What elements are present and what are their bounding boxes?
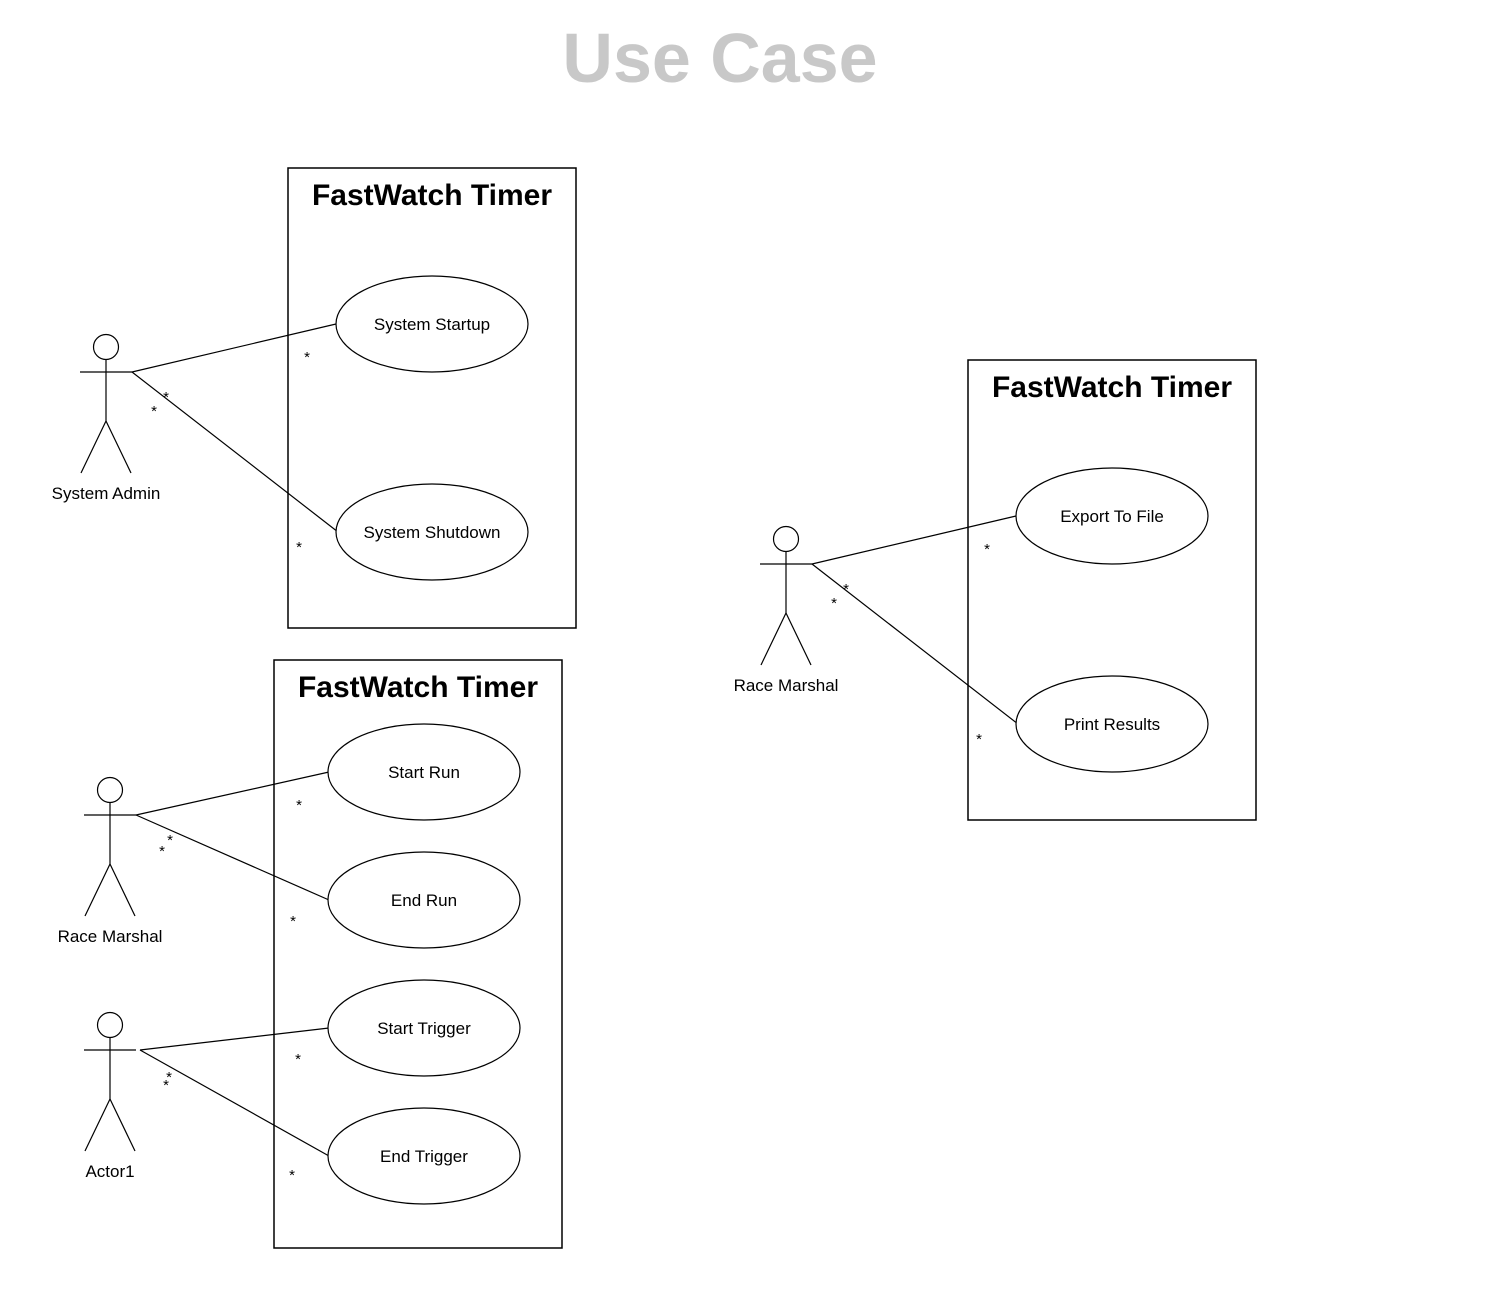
- use-case-label: System Startup: [374, 315, 490, 334]
- multiplicity-label: *: [289, 1167, 295, 1184]
- system-boundary: FastWatch Timer: [273, 659, 563, 1249]
- use-case: System Shutdown: [335, 483, 529, 581]
- association-line: [811, 515, 1017, 565]
- diagram-title: Use Case: [562, 19, 877, 97]
- use-case-label: Print Results: [1064, 715, 1160, 734]
- multiplicity-label: *: [163, 389, 169, 406]
- actor-head: [96, 776, 124, 804]
- use-case: Print Results: [1015, 675, 1209, 773]
- actor-label: System Admin: [52, 484, 161, 503]
- use-case: End Run: [327, 851, 521, 949]
- association-lines: [131, 323, 1019, 1157]
- actor: Race Marshal: [58, 776, 163, 946]
- system-boundary: FastWatch Timer: [287, 167, 577, 629]
- actor-head: [96, 1011, 124, 1039]
- use-case: Start Trigger: [327, 979, 521, 1077]
- boundary-title: FastWatch Timer: [298, 671, 538, 704]
- use-case-label: Export To File: [1060, 507, 1164, 526]
- association-line: [135, 814, 330, 901]
- multiplicity-label: *: [167, 832, 173, 849]
- association-line: [131, 371, 339, 533]
- use-case: Export To File: [1015, 467, 1209, 565]
- multiplicity-label: *: [295, 1051, 301, 1068]
- actor: System Admin: [52, 333, 161, 503]
- multiplicity-label: *: [296, 539, 302, 556]
- use-case-label: Start Run: [388, 763, 460, 782]
- multiplicity-label: *: [304, 349, 310, 366]
- association-line: [131, 323, 337, 373]
- use-case-label: End Trigger: [380, 1147, 468, 1166]
- association-line: [139, 1027, 330, 1051]
- actor: Actor1: [84, 1011, 136, 1181]
- actor-label: Race Marshal: [734, 676, 839, 695]
- actor: Race Marshal: [734, 525, 839, 695]
- multiplicity-label: *: [843, 581, 849, 598]
- system-boundary: FastWatch Timer: [967, 359, 1257, 821]
- multiplicity-markers: * * * * * * * * * * * * * * * *: [151, 349, 990, 1184]
- multiplicity-label: *: [163, 1077, 169, 1094]
- use-case-label: Start Trigger: [377, 1019, 471, 1038]
- actor-head: [92, 333, 120, 361]
- multiplicity-label: *: [166, 1069, 172, 1086]
- multiplicity-label: *: [290, 913, 296, 930]
- use-case: Start Run: [327, 723, 521, 821]
- multiplicity-label: *: [984, 541, 990, 558]
- multiplicity-label: *: [151, 403, 157, 420]
- multiplicity-label: *: [976, 731, 982, 748]
- multiplicity-label: *: [159, 843, 165, 860]
- multiplicity-label: *: [831, 595, 837, 612]
- association-line: [139, 1049, 330, 1157]
- use-case-label: End Run: [391, 891, 457, 910]
- multiplicity-label: *: [296, 797, 302, 814]
- actor-label: Race Marshal: [58, 927, 163, 946]
- association-line: [135, 771, 330, 816]
- association-line: [811, 563, 1019, 725]
- actor-label: Actor1: [85, 1162, 134, 1181]
- use-case: End Trigger: [327, 1107, 521, 1205]
- boundary-title: FastWatch Timer: [992, 371, 1232, 404]
- actor-head: [772, 525, 800, 553]
- use-case-label: System Shutdown: [363, 523, 500, 542]
- use-case: System Startup: [335, 275, 529, 373]
- boundary-title: FastWatch Timer: [312, 179, 552, 212]
